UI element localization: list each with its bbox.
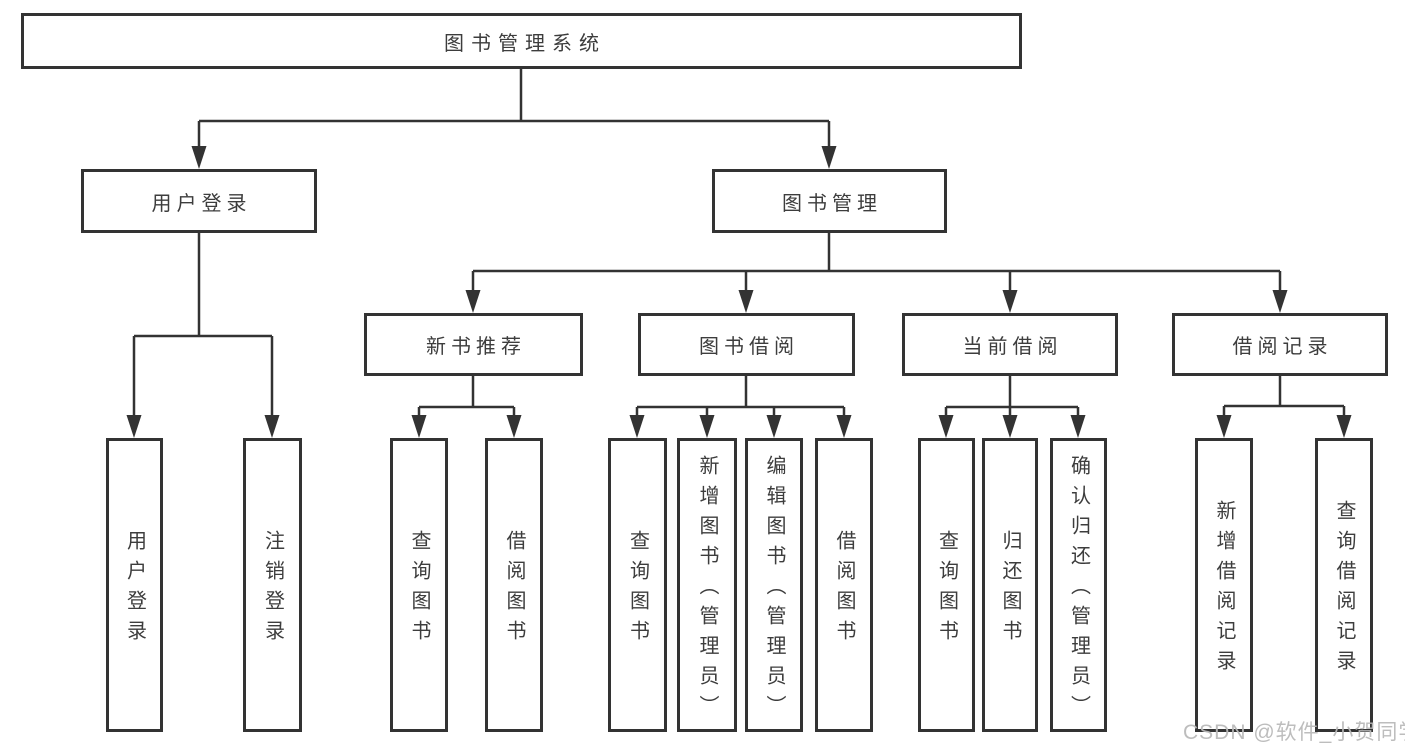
node-leaf-logout: 注销登录 bbox=[243, 438, 302, 732]
node-leaf-borrow-books-1: 借阅图书 bbox=[485, 438, 543, 732]
node-leaf-borrow-books-2: 借阅图书 bbox=[815, 438, 873, 732]
node-leaf-return-books: 归还图书 bbox=[982, 438, 1038, 732]
node-book-management: 图书管理 bbox=[712, 169, 947, 233]
arrowhead-icons bbox=[126, 146, 1352, 438]
node-leaf-add-books-admin: 新增图书（管理员） bbox=[677, 438, 737, 732]
node-library-management-system: 图书管理系统 bbox=[21, 13, 1022, 69]
node-leaf-user-login: 用户登录 bbox=[106, 438, 163, 732]
node-current-borrow: 当前借阅 bbox=[902, 313, 1118, 376]
node-user-login: 用户登录 bbox=[81, 169, 317, 233]
node-leaf-add-borrow-record: 新增借阅记录 bbox=[1195, 438, 1253, 732]
node-new-book-recommend: 新书推荐 bbox=[364, 313, 583, 376]
node-leaf-query-books-1: 查询图书 bbox=[390, 438, 448, 732]
node-book-borrow: 图书借阅 bbox=[638, 313, 855, 376]
node-leaf-query-books-2: 查询图书 bbox=[608, 438, 667, 732]
watermark: CSDN @软件_小贺同学 bbox=[1183, 721, 1405, 744]
node-borrow-record: 借阅记录 bbox=[1172, 313, 1388, 376]
node-leaf-confirm-return-admin: 确认归还（管理员） bbox=[1050, 438, 1107, 732]
node-leaf-query-books-3: 查询图书 bbox=[918, 438, 975, 732]
node-leaf-query-borrow-record: 查询借阅记录 bbox=[1315, 438, 1373, 732]
node-leaf-edit-books-admin: 编辑图书（管理员） bbox=[745, 438, 803, 732]
